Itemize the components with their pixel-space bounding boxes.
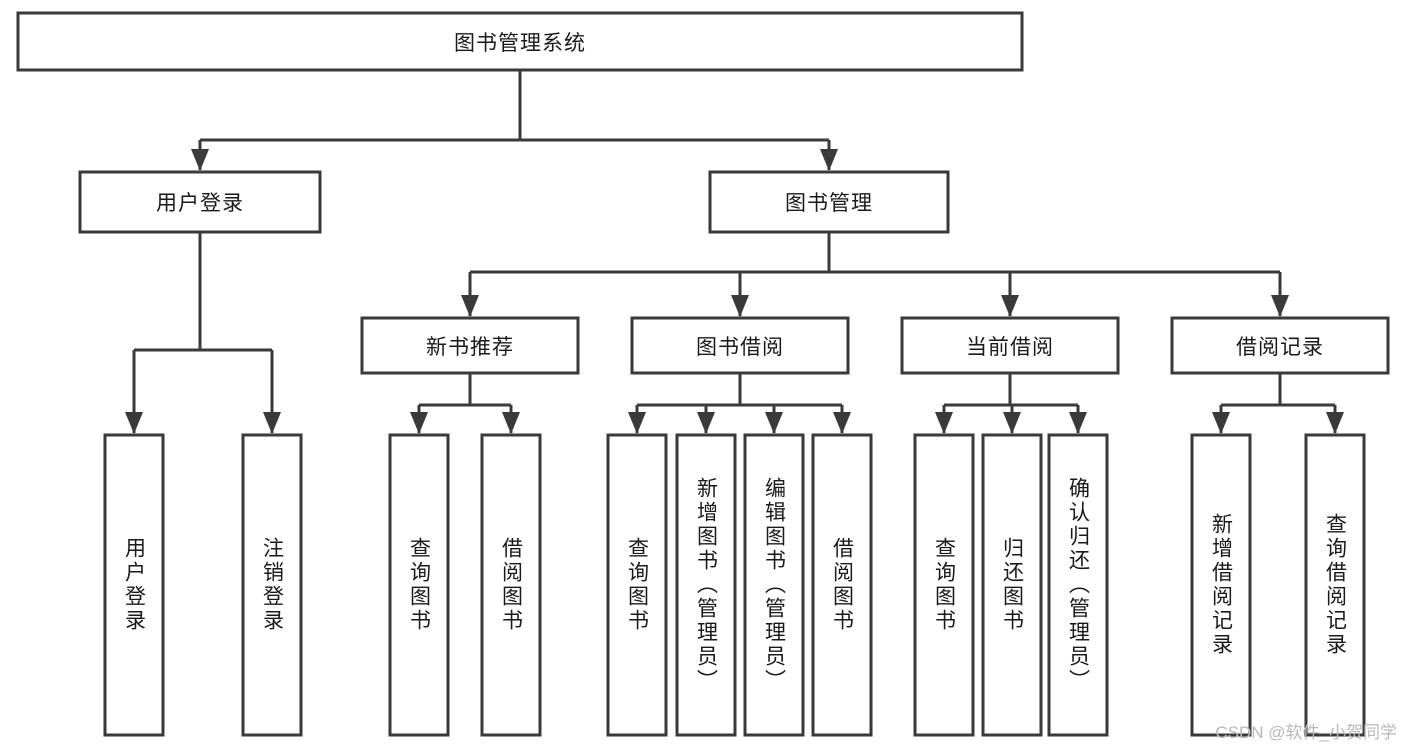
arrow-head-icon-leaf-confirm-return [1069, 412, 1087, 434]
node-box-user-login [78, 170, 322, 234]
arrow-head-icon-leaf-query-book-1 [410, 412, 428, 434]
arrow-head-icon-leaf-logout [263, 412, 281, 434]
node-box-leaf-query-book-1 [388, 433, 450, 737]
node-box-leaf-edit-book [743, 433, 805, 737]
node-box-leaf-user-login [103, 433, 165, 737]
node-box-root [16, 11, 1024, 72]
arrow-head-icon-user-login [191, 149, 209, 171]
arrow-head-icon-leaf-edit-book [765, 412, 783, 434]
arrow-head-icon-leaf-query-record [1326, 412, 1344, 434]
node-box-leaf-add-record [1190, 433, 1252, 737]
node-box-leaf-add-book [675, 433, 737, 737]
arrow-head-icon-leaf-user-login [125, 412, 143, 434]
boxes-layer [16, 11, 1390, 737]
arrow-head-icon-leaf-query-book-3 [935, 412, 953, 434]
node-box-leaf-query-record [1304, 433, 1366, 737]
arrow-head-icon-leaf-return-book [1003, 412, 1021, 434]
arrow-head-icon-leaf-borrow-book-1 [502, 412, 520, 434]
node-box-current-borrow [900, 316, 1120, 375]
node-box-leaf-borrow-book-2 [811, 433, 873, 737]
node-box-borrow-record [1170, 316, 1390, 375]
arrow-head-icon-leaf-query-book-2 [628, 412, 646, 434]
node-box-leaf-borrow-book-1 [480, 433, 542, 737]
arrow-head-icon-leaf-add-book [697, 412, 715, 434]
node-box-leaf-query-book-3 [913, 433, 975, 737]
arrow-head-icon-new-book-recommend [461, 295, 479, 317]
arrow-head-icon-borrow-record [1271, 295, 1289, 317]
arrow-head-icon-book-manage [820, 149, 838, 171]
node-box-leaf-query-book-2 [606, 433, 668, 737]
node-box-leaf-confirm-return [1047, 433, 1109, 737]
node-box-leaf-return-book [981, 433, 1043, 737]
node-box-leaf-logout [241, 433, 303, 737]
arrow-head-icon-leaf-borrow-book-2 [833, 412, 851, 434]
arrow-head-icon-current-borrow [1001, 295, 1019, 317]
arrow-head-icon-book-borrow [731, 295, 749, 317]
node-box-book-manage [708, 170, 950, 234]
connectors-layer [125, 70, 1344, 434]
arrow-head-icon-leaf-add-record [1212, 412, 1230, 434]
node-box-new-book-recommend [360, 316, 580, 375]
node-box-book-borrow [630, 316, 850, 375]
